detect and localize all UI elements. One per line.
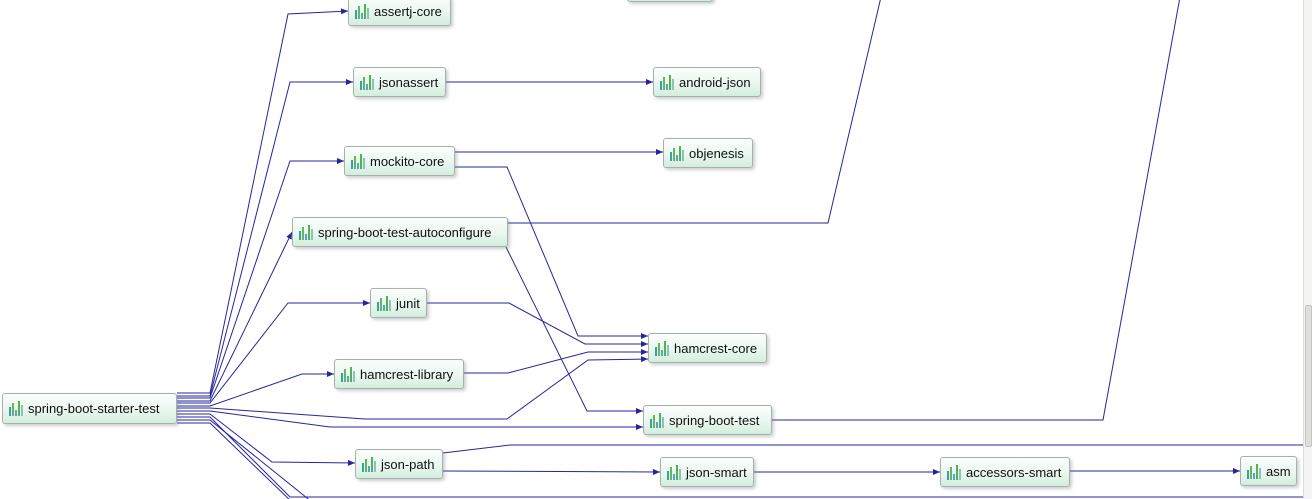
node-label: spring-boot-starter-test: [28, 401, 160, 416]
bar-chart-icon: [351, 153, 365, 169]
node-label: asm: [1266, 463, 1291, 479]
node-json-path[interactable]: json-path: [355, 449, 443, 479]
vertical-scrollbar[interactable]: [1303, 0, 1312, 499]
node-label: objenesis: [689, 145, 744, 161]
edge-spring-boot-starter-test-to-json-path: [177, 413, 356, 466]
bar-chart-icon: [377, 295, 391, 311]
edge-spring-boot-test-autoconfigure-to-spring-boot-test: [505, 246, 643, 414]
edge-json-path-to-offscreen-right-1: [442, 444, 1303, 454]
node-label: junit: [396, 295, 420, 311]
bar-chart-icon: [341, 366, 355, 382]
node-jsonassert[interactable]: jsonassert: [353, 67, 446, 97]
bar-chart-icon: [650, 412, 664, 428]
edge-spring-boot-test-to-offscreen-top-2: [772, 0, 1180, 421]
node-spring-boot-starter-test[interactable]: spring-boot-starter-test: [2, 393, 177, 424]
node-label: spring-boot-test-autoconfigure: [318, 224, 492, 240]
edge-hamcrest-library-to-hamcrest-core: [464, 349, 648, 374]
edge-spring-boot-starter-test-to-hamcrest-library: [177, 371, 334, 407]
node-label: jsonassert: [379, 74, 439, 90]
edge-spring-boot-starter-test-to-offscreen-bottom-right: [177, 416, 1303, 498]
bar-chart-icon: [362, 456, 376, 472]
edge-spring-boot-starter-test-to-spring-boot-test: [177, 410, 643, 430]
node-hamcrest-library[interactable]: hamcrest-library: [334, 359, 464, 389]
node-clipped-node-top[interactable]: [627, 0, 713, 2]
edge-mockito-core-to-hamcrest-core: [455, 166, 648, 339]
bar-chart-icon: [360, 74, 374, 90]
edge-junit-to-hamcrest-core: [427, 302, 648, 347]
bar-chart-icon: [355, 3, 369, 19]
node-accessors-smart[interactable]: accessors-smart: [940, 457, 1070, 487]
node-assertj-core[interactable]: assertj-core: [348, 0, 451, 26]
edge-spring-boot-starter-test-to-offscreen-bottom-2: [177, 422, 290, 499]
bar-chart-icon: [947, 464, 961, 480]
edge-spring-boot-starter-test-to-junit: [177, 300, 370, 404]
edge-spring-boot-starter-test-to-spring-boot-test-autoconfigure: [177, 231, 293, 402]
edge-spring-boot-starter-test-to-assertj-core: [177, 8, 349, 394]
bar-chart-icon: [9, 401, 23, 416]
edge-json-path-to-json-smart: [442, 468, 661, 475]
node-label: hamcrest-library: [360, 366, 454, 382]
node-asm[interactable]: asm: [1240, 456, 1297, 486]
node-android-json[interactable]: android-json: [653, 67, 761, 97]
edge-spring-boot-test-autoconfigure-to-offscreen-top-1: [508, 0, 881, 224]
bar-chart-icon: [1247, 463, 1261, 479]
bar-chart-icon: [670, 145, 684, 161]
node-label: json-smart: [686, 464, 747, 480]
node-spring-boot-test-autoconfigure[interactable]: spring-boot-test-autoconfigure: [292, 217, 508, 247]
node-label: hamcrest-core: [674, 340, 758, 356]
edge-spring-boot-starter-test-to-jsonassert: [177, 79, 353, 397]
node-mockito-core[interactable]: mockito-core: [344, 146, 455, 176]
edge-spring-boot-starter-test-to-mockito-core: [177, 158, 344, 399]
node-label: android-json: [679, 74, 751, 90]
node-label: assertj-core: [374, 3, 442, 19]
bar-chart-icon: [299, 224, 313, 240]
node-hamcrest-core[interactable]: hamcrest-core: [648, 333, 767, 363]
node-label: mockito-core: [370, 153, 445, 169]
bar-chart-icon: [667, 464, 681, 480]
edge-spring-boot-starter-test-to-offscreen-bottom-1: [177, 419, 310, 499]
scrollbar-thumb[interactable]: [1305, 305, 1312, 447]
node-label: spring-boot-test: [669, 412, 760, 428]
node-label: json-path: [381, 456, 435, 472]
node-spring-boot-test[interactable]: spring-boot-test: [643, 405, 772, 435]
node-junit[interactable]: junit: [370, 288, 427, 318]
edge-spring-boot-starter-test-to-hamcrest-core: [177, 356, 649, 420]
node-json-smart[interactable]: json-smart: [660, 457, 754, 487]
node-label: accessors-smart: [966, 464, 1062, 480]
bar-chart-icon: [655, 340, 669, 356]
bar-chart-icon: [660, 74, 674, 90]
node-objenesis[interactable]: objenesis: [663, 138, 753, 168]
